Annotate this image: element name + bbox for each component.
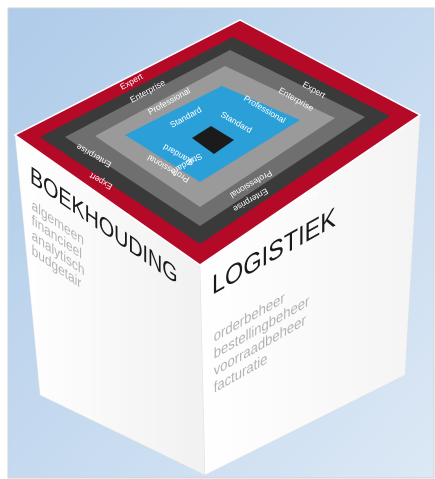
top-face-outline <box>13 19 422 266</box>
center-core <box>192 126 234 154</box>
